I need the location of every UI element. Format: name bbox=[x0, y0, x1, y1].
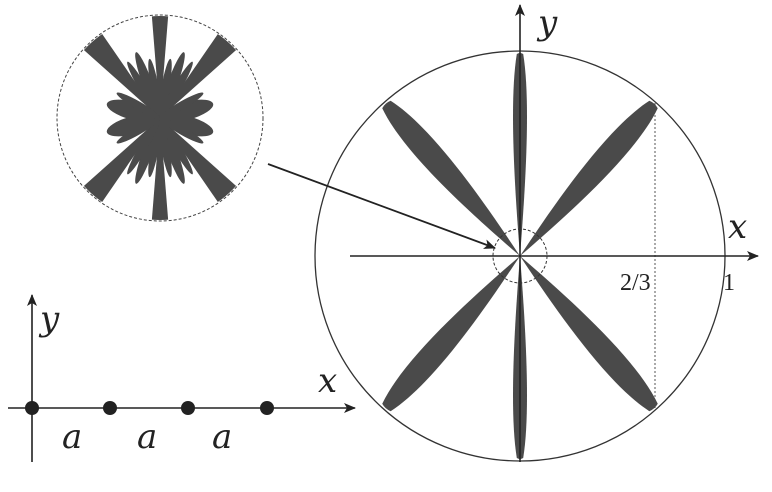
inset-wedge bbox=[160, 18, 251, 118]
tick-one: 1 bbox=[723, 270, 735, 296]
inset-wedge bbox=[150, 16, 170, 118]
inset-lobe bbox=[159, 113, 214, 137]
main-x-label: x bbox=[728, 207, 747, 247]
lattice-y-label: y bbox=[38, 299, 60, 339]
inset-wedge bbox=[69, 118, 160, 218]
inset-lobe bbox=[158, 58, 172, 119]
petal bbox=[520, 100, 658, 256]
petal bbox=[520, 256, 658, 412]
spacing-label: a bbox=[212, 417, 232, 457]
inset-lobe bbox=[127, 61, 161, 119]
lattice-site bbox=[103, 401, 117, 415]
inset-wedge bbox=[160, 118, 251, 218]
inset-wedge bbox=[69, 18, 160, 118]
lattice-site bbox=[260, 401, 274, 415]
spacing-label: a bbox=[137, 417, 157, 457]
petal bbox=[382, 256, 520, 412]
inset-lobe bbox=[106, 113, 161, 137]
inset-lobe bbox=[159, 117, 193, 175]
lattice-site bbox=[181, 401, 195, 415]
zoom-region-marker bbox=[492, 228, 548, 284]
main-y-label: y bbox=[536, 3, 558, 43]
petal bbox=[382, 100, 520, 256]
petals bbox=[382, 53, 658, 459]
inset-wedge bbox=[150, 118, 170, 220]
inset-zoom-view bbox=[69, 16, 251, 220]
zoom-arrow bbox=[267, 163, 496, 249]
inset-circle bbox=[56, 14, 264, 222]
spacing-label: a bbox=[62, 417, 82, 457]
inset-lobe bbox=[159, 92, 204, 119]
inset-lobe bbox=[159, 117, 204, 144]
inset-lobe bbox=[159, 61, 193, 119]
inset-lobe bbox=[116, 92, 161, 119]
lattice-site bbox=[25, 401, 39, 415]
inset-lobe bbox=[148, 117, 162, 178]
inset-lobe bbox=[116, 117, 161, 144]
inset-lobe bbox=[158, 117, 172, 178]
tick-two-thirds: 2/3 bbox=[620, 270, 651, 296]
inset-lobe bbox=[127, 117, 161, 175]
lattice-x-label: x bbox=[318, 361, 337, 401]
inset-lobe bbox=[148, 58, 162, 119]
